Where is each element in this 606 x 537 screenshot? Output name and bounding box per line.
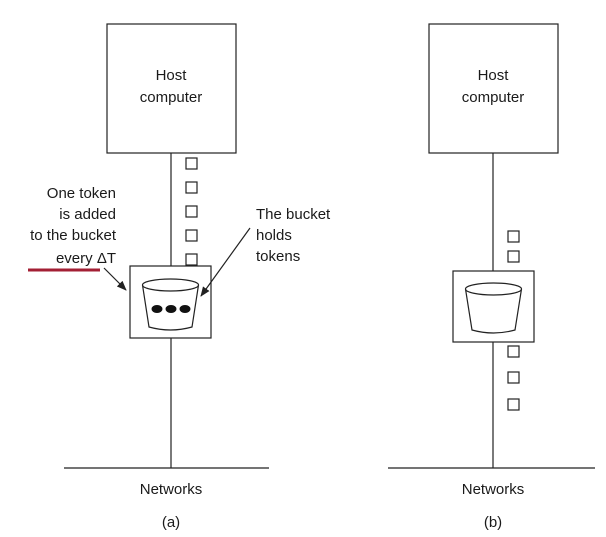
annotation-right-line1: The bucket xyxy=(256,206,331,223)
panel-a: Host computer One token is added to the … xyxy=(28,23,331,531)
host-label-line1-a: Host xyxy=(156,67,188,84)
bucket-icon xyxy=(464,282,523,334)
token-dot xyxy=(179,305,191,313)
bucket-box-a xyxy=(129,265,212,339)
packet-square xyxy=(185,181,198,194)
arrow-right-annotation xyxy=(200,227,251,297)
annotation-right-line2: holds xyxy=(256,227,292,244)
annotation-left-line3: to the bucket xyxy=(30,227,117,244)
caption-b: (b) xyxy=(484,514,502,531)
annotation-left-line4: every ΔT xyxy=(56,250,116,267)
packet-square xyxy=(507,250,520,263)
panel-b: Host computer Networks (b) xyxy=(388,23,595,531)
packet-square xyxy=(507,371,520,384)
caption-a: (a) xyxy=(162,514,180,531)
host-label-line2-b: computer xyxy=(462,89,525,106)
bucket-icon xyxy=(141,278,200,331)
bucket-box-b xyxy=(452,270,535,343)
host-computer-box-a xyxy=(106,23,237,154)
packet-square xyxy=(507,345,520,358)
packet-square xyxy=(185,253,198,266)
host-label-line2-a: computer xyxy=(140,89,203,106)
packet-square xyxy=(507,398,520,411)
packet-square xyxy=(185,157,198,170)
token-dot xyxy=(165,305,177,313)
packet-square xyxy=(185,205,198,218)
annotation-left-line2: is added xyxy=(59,206,116,223)
annotation-right-line3: tokens xyxy=(256,248,300,265)
token-dot xyxy=(151,305,163,313)
host-computer-box-b xyxy=(428,23,559,154)
arrow-left-annotation xyxy=(103,267,127,291)
packet-square xyxy=(507,230,520,243)
host-label-line1-b: Host xyxy=(478,67,510,84)
network-label-a: Networks xyxy=(140,481,203,498)
packet-square xyxy=(185,229,198,242)
network-label-b: Networks xyxy=(462,481,525,498)
annotation-left-line1: One token xyxy=(47,185,116,202)
